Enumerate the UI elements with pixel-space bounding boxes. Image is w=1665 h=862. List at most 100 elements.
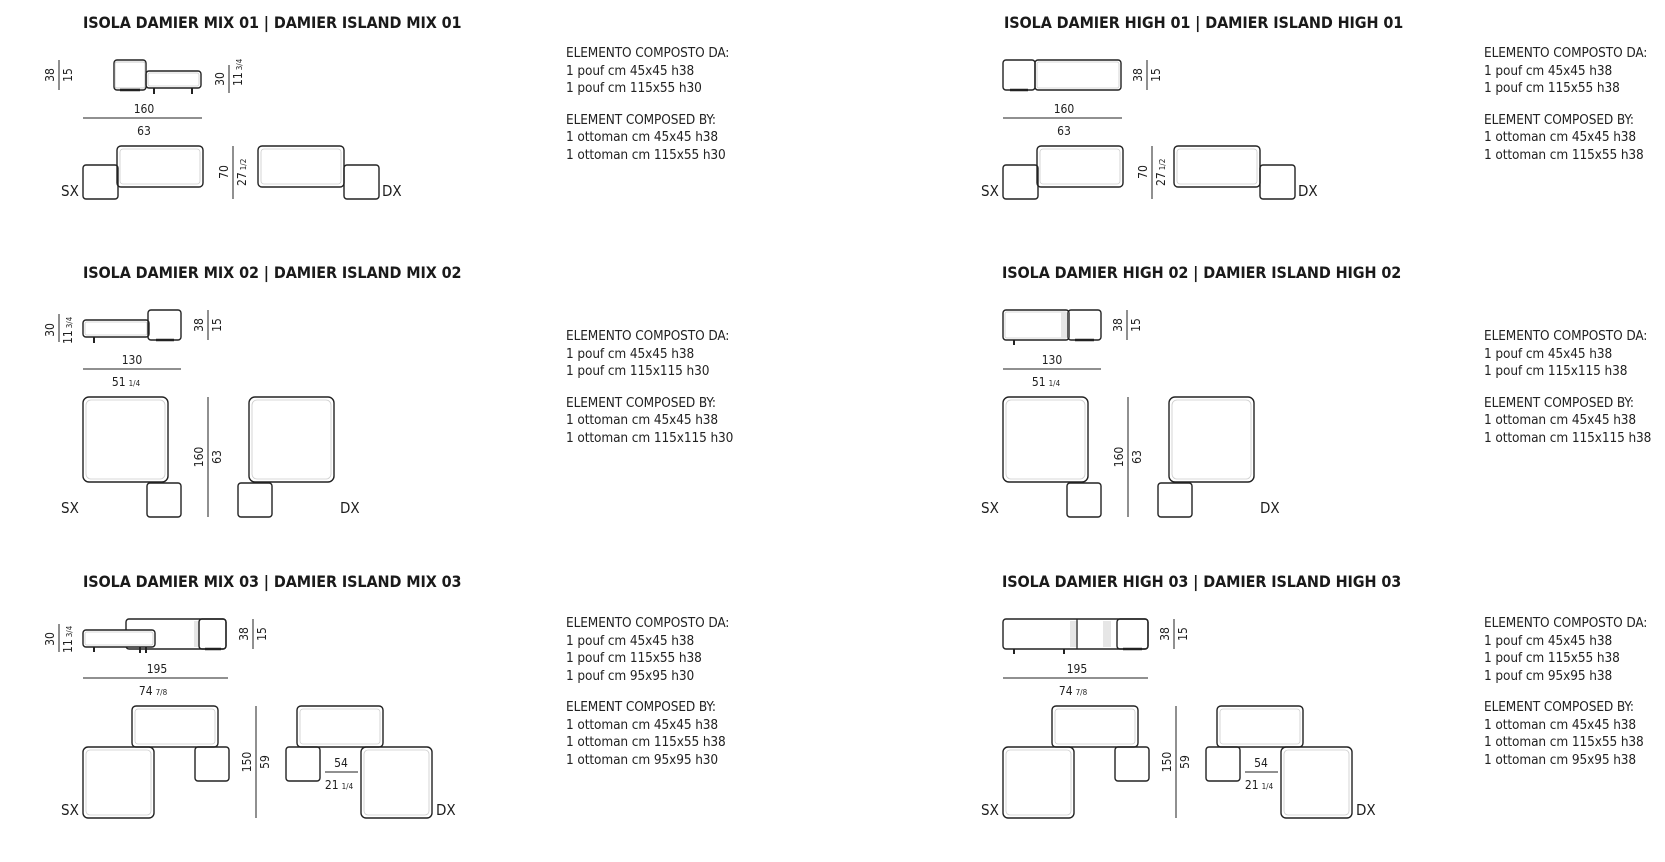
label-left-sx: SX xyxy=(981,801,999,819)
label-left-sx: SX xyxy=(61,182,79,200)
composition-line: 1 ottoman cm 115x55 h38 xyxy=(1484,146,1644,163)
dim-whole: 11 xyxy=(231,72,245,86)
ottoman-side xyxy=(145,70,202,89)
drawing-high-01: 38 15 160 63 70 271/2 SX DX xyxy=(981,59,1318,200)
composition-line: 1 ottoman cm 115x55 h38 xyxy=(1484,734,1644,750)
composition-line: 1 pouf cm 45x45 h38 xyxy=(566,632,695,649)
pouf-top-left xyxy=(82,164,119,200)
dim-height2-in: 113/4 xyxy=(231,58,245,86)
top-view xyxy=(82,705,433,819)
composition-heading-en: ELEMENT COMPOSED BY: xyxy=(1484,394,1634,411)
pouf-top-right xyxy=(1259,164,1296,200)
dim-fraction: 3/4 xyxy=(65,316,74,328)
ottoman-square-left-inner xyxy=(1005,399,1086,480)
title-mix-03: ISOLA DAMIER MIX 03 | DAMIER ISLAND MIX … xyxy=(83,572,462,591)
pouf-top-right xyxy=(285,746,321,782)
dim-gap-cm: 54 xyxy=(1254,756,1268,770)
ottoman-square-right xyxy=(1168,396,1255,483)
side-view xyxy=(82,309,182,343)
ottoman-square-right-inner xyxy=(363,749,430,816)
shade xyxy=(194,621,200,647)
composition-line: 1 pouf cm 115x115 h30 xyxy=(566,363,710,379)
ottoman-side-inner xyxy=(1004,311,1068,339)
pouf-top-left xyxy=(146,482,182,518)
ottoman-top-left xyxy=(1036,145,1124,188)
dim-depth-in: 63 xyxy=(210,450,224,464)
composition-line: 1 ottoman cm 115x55 h38 xyxy=(566,734,726,750)
composition-line: 1 ottoman cm 45x45 h38 xyxy=(566,129,719,145)
dim-fraction: 1/4 xyxy=(1262,782,1274,791)
dim-depth-cm: 150 xyxy=(240,752,254,773)
ottoman-side xyxy=(82,319,150,338)
pouf-top-left xyxy=(194,746,230,782)
dim-whole: 51 xyxy=(1032,375,1046,389)
ottoman-rect-left xyxy=(1051,705,1139,748)
dim-width-cm: 195 xyxy=(147,662,168,676)
ottoman-top-right-inner xyxy=(1176,148,1258,185)
pouf-top-right xyxy=(1157,482,1193,518)
ottoman-rect-left-inner xyxy=(1054,708,1136,745)
dim-fraction: 1/2 xyxy=(239,159,248,171)
dim-width-cm: 130 xyxy=(122,353,143,367)
ottoman-top-right xyxy=(1173,145,1261,188)
pouf-side xyxy=(1002,59,1036,91)
ottoman-top-right xyxy=(257,145,345,188)
pouf-side xyxy=(198,618,227,650)
ottoman-square-right xyxy=(248,396,335,483)
pouf-top-left xyxy=(1114,746,1150,782)
dim-width-in: 63 xyxy=(137,124,151,138)
shade xyxy=(1103,621,1111,647)
label-left-sx: SX xyxy=(981,182,999,200)
dim-height-in: 15 xyxy=(1149,68,1163,82)
composition-line: 1 pouf cm 115x55 h38 xyxy=(566,650,702,666)
composition-line: 1 pouf cm 45x45 h38 xyxy=(1484,62,1613,79)
composition-line: 1 pouf cm 115x55 h30 xyxy=(566,80,702,96)
composition-line: 1 pouf cm 95x95 h30 xyxy=(566,667,695,684)
composition-line: 1 ottoman cm 95x95 h38 xyxy=(1484,751,1637,768)
label-left-sx: SX xyxy=(61,499,79,517)
title-mix-02: ISOLA DAMIER MIX 02 | DAMIER ISLAND MIX … xyxy=(83,263,462,282)
composition-line: 1 pouf cm 45x45 h38 xyxy=(566,345,695,362)
pouf-top-left xyxy=(1002,164,1039,200)
ottoman-side-inner xyxy=(147,72,200,87)
ottoman-rect-right xyxy=(296,705,384,748)
composition-line: 1 pouf cm 115x115 h38 xyxy=(1484,363,1628,379)
composition-line: 1 ottoman cm 115x115 h30 xyxy=(566,429,734,446)
dim-height2-cm: 30 xyxy=(213,72,227,86)
label-left-sx: SX xyxy=(61,801,79,819)
composition-heading-en: ELEMENT COMPOSED BY: xyxy=(1484,111,1634,128)
composition-line: 1 pouf cm 115x55 h38 xyxy=(1484,80,1620,96)
dim-fraction: 1/4 xyxy=(129,379,141,388)
ottoman-side-front xyxy=(82,629,156,648)
dim-height-cm: 38 xyxy=(1131,68,1145,82)
pouf-side xyxy=(147,309,182,341)
pouf-side xyxy=(113,59,147,91)
side-view xyxy=(82,618,227,653)
dim-depth-cm: 150 xyxy=(1160,752,1174,773)
dim-fraction: 3/4 xyxy=(65,625,74,637)
dim-whole: 21 xyxy=(325,778,339,792)
title-high-01: ISOLA DAMIER HIGH 01 | DAMIER ISLAND HIG… xyxy=(1004,13,1404,32)
composition-line: 1 ottoman cm 115x55 h30 xyxy=(566,146,726,163)
top-view xyxy=(1002,396,1255,518)
shade xyxy=(1061,312,1069,338)
composition-high-02: ELEMENTO COMPOSTO DA: 1 pouf cm 45x45 h3… xyxy=(1484,328,1651,461)
dim-fraction: 1/4 xyxy=(1049,379,1061,388)
ottoman-rect-left xyxy=(131,705,219,748)
dim-whole: 11 xyxy=(61,639,75,653)
composition-line: 1 ottoman cm 115x115 h38 xyxy=(1484,429,1652,446)
dim-fraction: 1/2 xyxy=(1158,159,1167,171)
composition-heading-en: ELEMENT COMPOSED BY: xyxy=(1484,699,1634,715)
ottoman-square-left-inner xyxy=(85,399,166,480)
dim-gap-cm: 54 xyxy=(334,756,348,770)
label-right-dx: DX xyxy=(436,801,456,819)
ottoman-square-left xyxy=(82,746,155,819)
dim-fraction: 1/4 xyxy=(342,782,354,791)
dim-width-cm: 130 xyxy=(1042,353,1063,367)
